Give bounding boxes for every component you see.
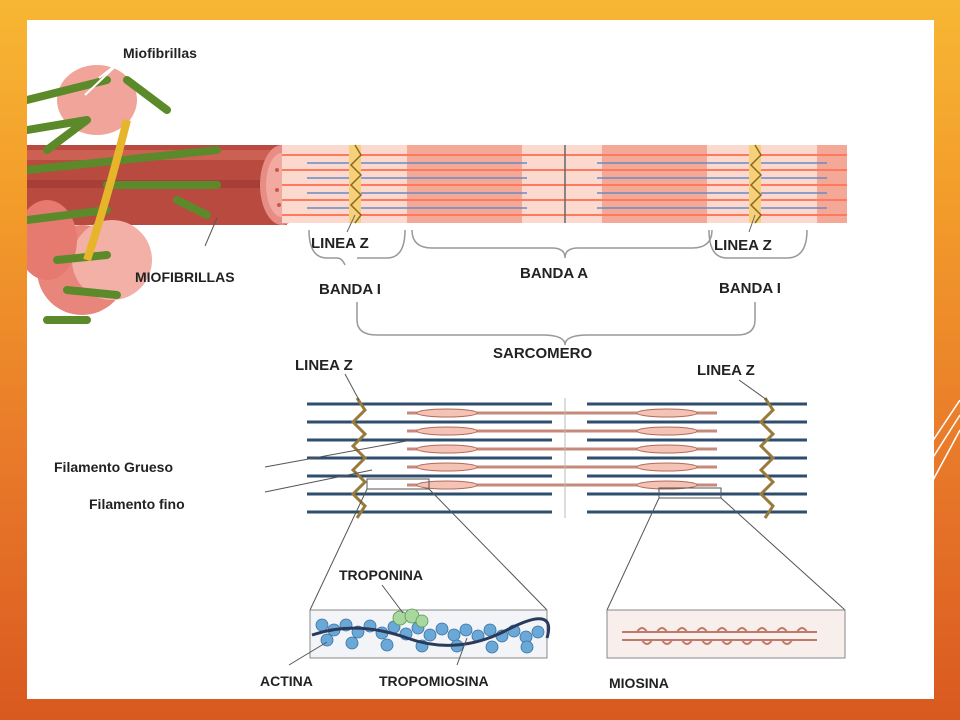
label-linea-z-right: LINEA Z [714, 237, 772, 254]
label-miofibrillas-small: Miofibrillas [123, 45, 197, 61]
label-filamento-grueso: Filamento Grueso [54, 459, 173, 475]
label-miosina: MIOSINA [609, 675, 669, 691]
label-troponina: TROPONINA [339, 567, 423, 583]
label-tropomiosina: TROPOMIOSINA [379, 673, 489, 689]
myosin-box [606, 609, 846, 659]
label-linea-z-bottom-right: LINEA Z [697, 362, 755, 379]
label-banda-i-left: BANDA I [319, 281, 381, 298]
middle-labels: LINEA Z LINEA Z Filamento Grueso Filamen… [54, 357, 768, 512]
label-banda-i-right: BANDA I [719, 280, 781, 297]
label-linea-z-bottom-left: LINEA Z [295, 357, 353, 374]
filament-diagram [307, 397, 807, 519]
top-labels: LINEA Z LINEA Z BANDA A BANDA I BANDA I … [308, 214, 808, 362]
zoom-lines [309, 488, 846, 611]
label-miofibrillas-caps: MIOFIBRILLAS [135, 269, 235, 285]
diagram-panel: Miofibrillas MIOFIBRILLAS [27, 20, 934, 699]
label-sarcomero: SARCOMERO [493, 345, 593, 362]
actin-box [309, 608, 550, 659]
label-banda-a: BANDA A [520, 265, 588, 282]
bottom-labels: TROPONINA ACTINA TROPOMIOSINA MIOSINA [260, 567, 669, 691]
label-actina: ACTINA [260, 673, 313, 689]
sarcomere-diagram: Miofibrillas MIOFIBRILLAS [27, 45, 847, 691]
myofibril-strip [282, 144, 847, 224]
label-filamento-fino: Filamento fino [89, 496, 185, 512]
label-linea-z-left: LINEA Z [311, 235, 369, 252]
muscle-fiber: Miofibrillas MIOFIBRILLAS [27, 45, 304, 324]
